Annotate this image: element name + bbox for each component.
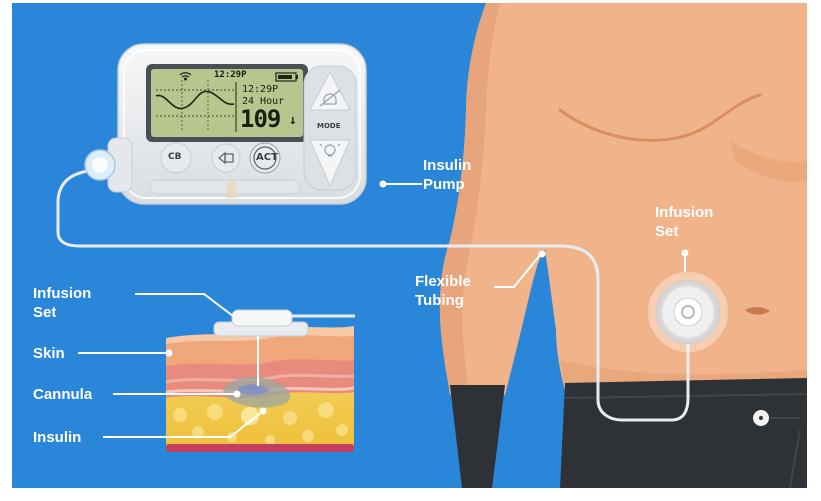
cb-icon: CB <box>168 152 181 162</box>
screen-time: 12:29P <box>242 84 278 95</box>
pants <box>450 378 807 488</box>
label-infusion-set-inset: Infusion Set <box>33 284 91 322</box>
pants-body-left <box>450 385 505 488</box>
infusion-site <box>648 272 728 352</box>
mode-label: MODE <box>317 122 341 130</box>
trend-arrow: ↓ <box>289 113 297 128</box>
torso-skin <box>440 3 807 395</box>
skin-cross-section <box>166 310 355 452</box>
glucose-reading: 109 <box>240 105 280 133</box>
back-button <box>212 144 240 172</box>
status-time: 12:29P <box>214 70 247 80</box>
label-insulin-pump: Insulin Pump <box>423 156 471 194</box>
label-skin: Skin <box>33 344 65 363</box>
torso <box>440 3 807 395</box>
label-cannula: Cannula <box>33 385 92 404</box>
label-insulin: Insulin <box>33 428 81 447</box>
act-label: ACT <box>256 152 278 163</box>
label-infusion-set-body: Infusion Set <box>655 203 713 241</box>
label-flexible-tubing: Flexible Tubing <box>415 272 471 310</box>
